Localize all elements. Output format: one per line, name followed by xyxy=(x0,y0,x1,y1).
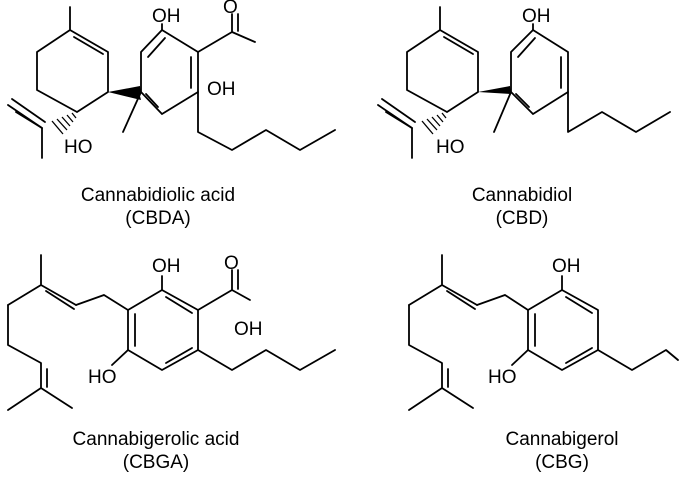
cbda-abbr: (CBDA) xyxy=(125,208,190,229)
cbg-ho-left-label: HO xyxy=(488,367,517,388)
cbda-carbonyl-o-label: O xyxy=(223,0,238,18)
cbga-oh-top-label: OH xyxy=(152,256,181,277)
cbg-oh-top-label: OH xyxy=(552,256,581,277)
cbd-ho-left-label: HO xyxy=(436,137,465,158)
cbd-name: Cannabidiol xyxy=(472,185,572,206)
cbda-ho-left-label: HO xyxy=(64,137,93,158)
cbga-acid-oh-label: OH xyxy=(234,319,263,340)
cbg-name: Cannabigerol xyxy=(505,429,618,450)
cbda-oh-top-label: OH xyxy=(152,6,181,27)
structure-cbga: OH O OH HO xyxy=(7,253,336,411)
cbd-abbr: (CBD) xyxy=(496,208,549,229)
structure-cbd: OH HO xyxy=(377,6,671,159)
cbga-name: Cannabigerolic acid xyxy=(73,429,240,450)
cbda-name: Cannabidiolic acid xyxy=(81,185,235,206)
cbg-abbr: (CBG) xyxy=(535,452,589,473)
cbga-abbr: (CBGA) xyxy=(123,452,190,473)
structure-cbda: OH O OH HO xyxy=(7,0,336,159)
cbga-ho-left-label: HO xyxy=(88,367,117,388)
cbga-carbonyl-o-label: O xyxy=(224,253,239,274)
cbd-oh-top-label: OH xyxy=(522,6,551,27)
cbda-acid-oh-label: OH xyxy=(207,79,236,100)
structure-cbg: OH HO xyxy=(408,254,679,411)
